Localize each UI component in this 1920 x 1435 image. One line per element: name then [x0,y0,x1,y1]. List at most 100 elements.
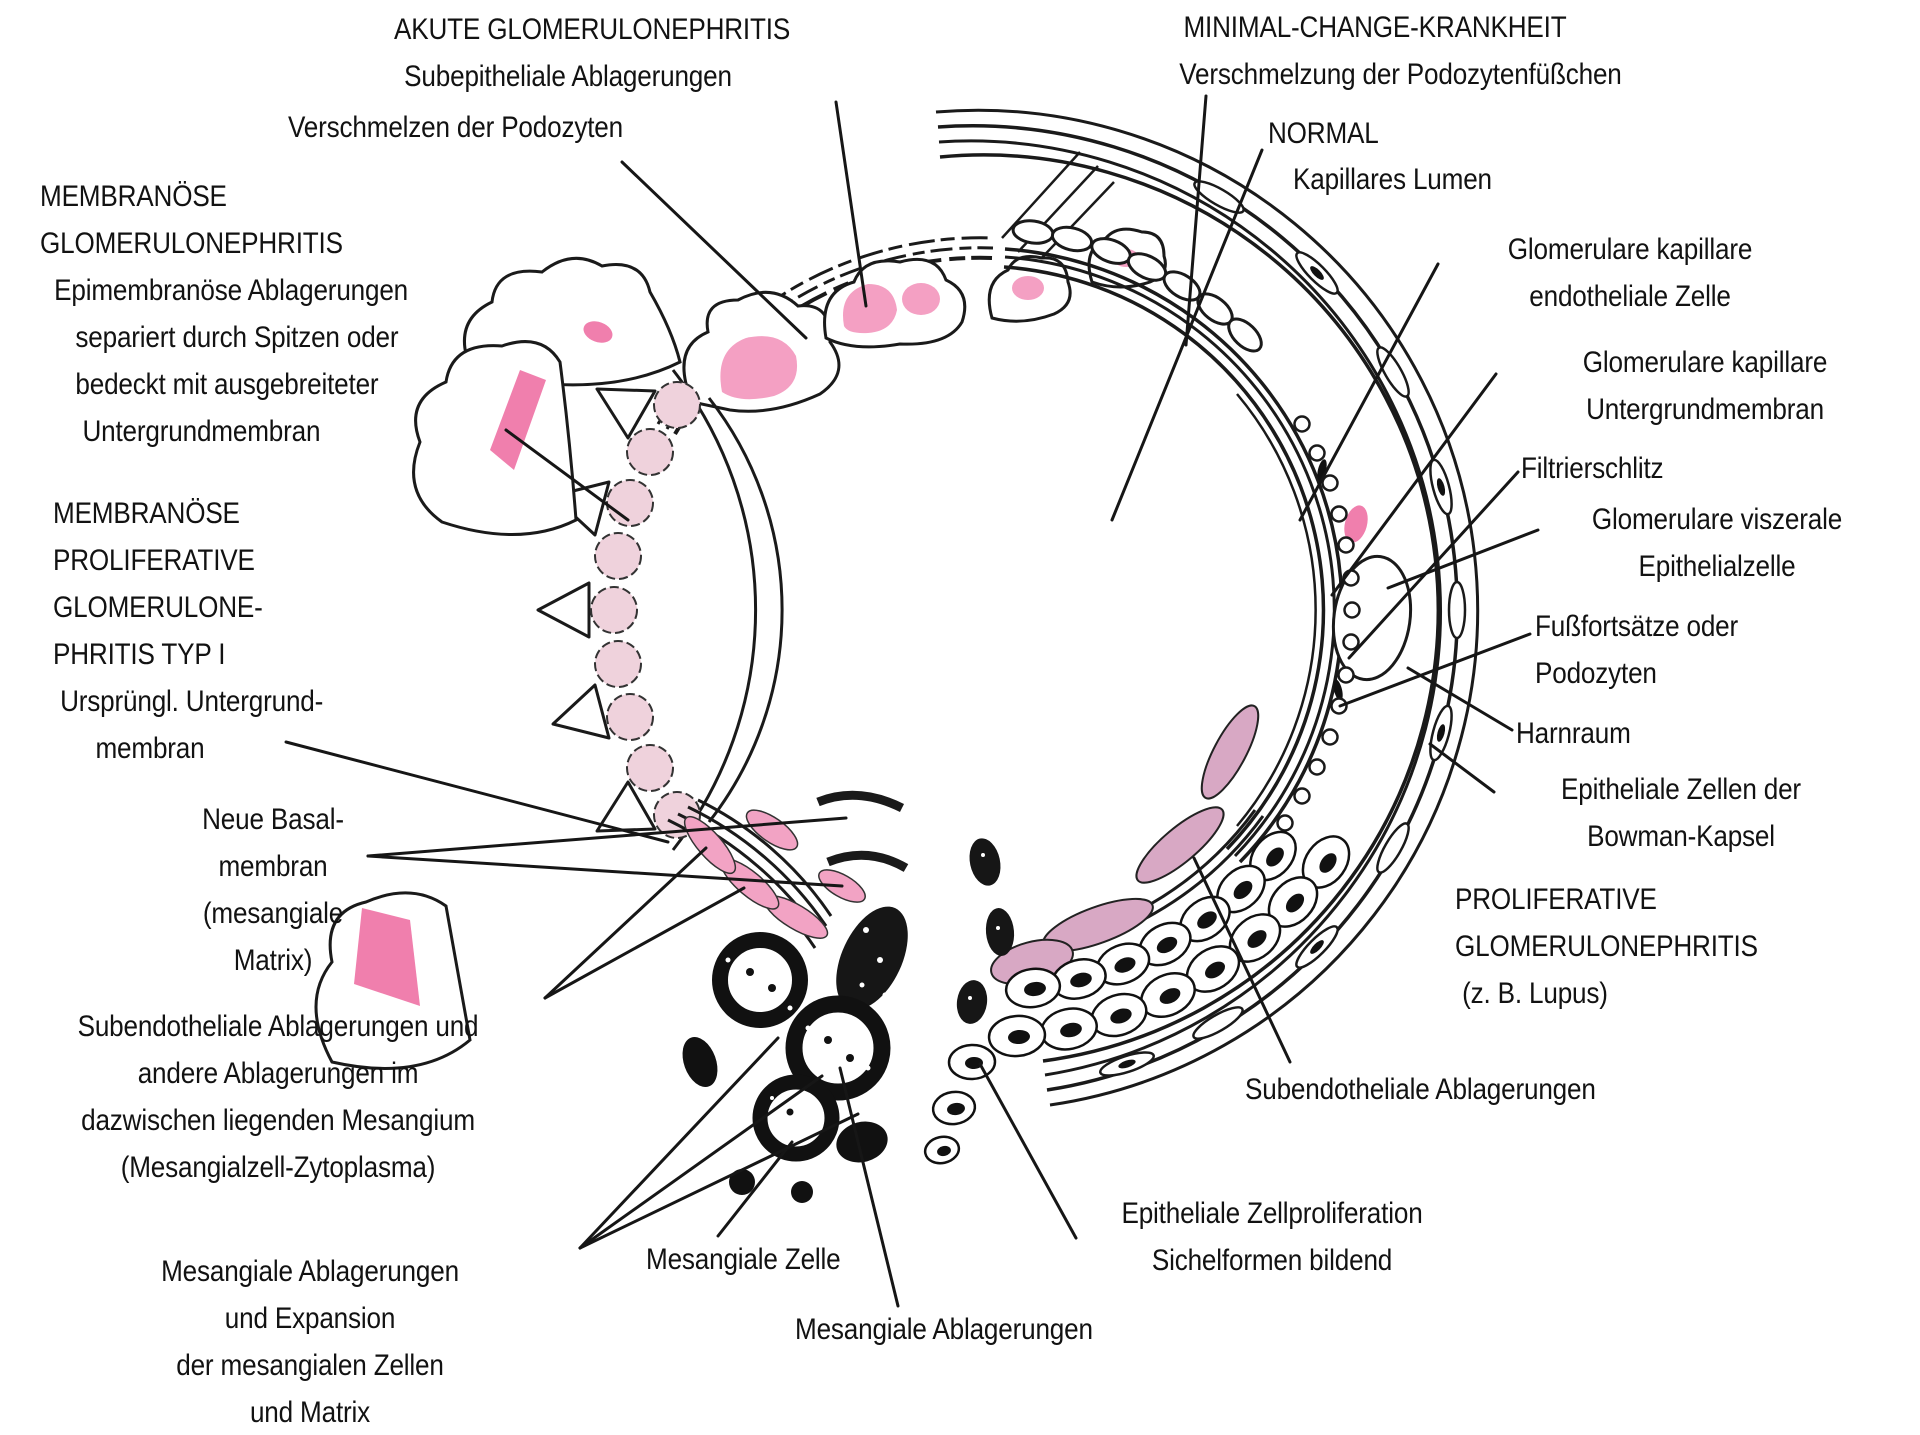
label-normal: NORMAL [1268,110,1379,157]
endothelial-nucleus [1333,679,1343,701]
label-line: Mesangiale Zelle [646,1243,841,1276]
leader-viszerale-epithelialzelle [1386,528,1540,590]
bowman-capsule [935,108,1480,1107]
label-line: Subepitheliale Ablagerungen [404,60,732,93]
deposit-wedge [354,908,420,1006]
label-line: andere Ablagerungen im [137,1057,419,1090]
mesangial-cell [712,932,808,1028]
label-line: PROLIFERATIVE [53,544,255,577]
label-line: Bowman-Kapsel [1587,820,1775,853]
label-verschmelzen-der-podozyten: Verschmelzen der Podozyten [288,104,623,151]
leader-endotheliale-zelle [1298,262,1440,522]
label-line: Harnraum [1516,717,1631,750]
label-line: (Mesangialzell-Zytoplasma) [120,1151,436,1184]
label-line: PROLIFERATIVE [1455,883,1657,916]
leader-bowman-kapsel [1428,742,1496,794]
label-line: Epimembranöse Ablagerungen [40,274,409,307]
label-line: GLOMERULONEPHRITIS [1455,930,1758,963]
label-line: und Matrix [249,1396,371,1429]
label-mesangiale-zelle: Mesangiale Zelle [646,1236,841,1283]
label-harnraum: Harnraum [1516,710,1631,757]
label-line: Mesangiale Ablagerungen [795,1313,1093,1346]
leader-harnraum [1406,666,1514,732]
label-line: Fußfortsätze oder [1535,610,1739,643]
leader-mesangiale-zelle [716,1140,794,1238]
label-line: Epitheliale Zellproliferation [1121,1197,1423,1230]
deposit [583,321,613,343]
leader-filtrierschlitz [1347,470,1520,660]
stipple-dots [859,927,888,998]
label-membranoese-glomerulonephritis: MEMBRANÖSE GLOMERULONEPHRITIS Epimembranö… [40,173,408,455]
leader-membranoese [504,428,630,522]
leader-mesangiale-ablagerungen [838,1066,900,1308]
label-line: und Expansion [224,1302,396,1335]
label-line: separiert durch Spitzen oder [40,321,399,354]
label-line: (mesangiale [202,897,344,930]
leader-expansion-2 [578,1074,824,1250]
mesangial-cell-cluster [682,932,891,1203]
label-line: bedeckt mit ausgebreiteter [40,368,379,401]
mpgn-type1-segment [667,790,909,1010]
label-line: Glomerulare kapillare [1582,346,1828,379]
label-kapillares-lumen: Kapillares Lumen [1293,156,1492,203]
bowman-capsule-nuclei [1118,266,1446,1069]
leader-lines [284,94,1540,1308]
label-line: Kapillares Lumen [1293,163,1492,196]
label-line: Glomerulare viszerale [1591,503,1843,536]
label-line: Mesangiale Ablagerungen [161,1255,459,1288]
label-mesangiale-ablagerungen-expansion: Mesangiale Ablagerungen und Expansion der … [136,1248,484,1435]
leader-subendotheliale-links-2 [543,886,746,1000]
label-line: MEMBRANÖSE [53,497,240,530]
stipple-dots [725,957,871,1100]
leader-kapillares-lumen [1110,148,1264,522]
label-line: Subendotheliale Ablagerungen und [77,1010,479,1043]
stippled-cells [956,838,1015,1024]
label-subendotheliale-ablagerungen-links: Subendotheliale Ablagerungen und andere A… [52,1003,504,1191]
label-line: (z. B. Lupus) [1455,977,1608,1010]
label-line: Matrix) [233,944,313,977]
label-line: MEMBRANÖSE [40,180,227,213]
cell-nuclei [937,847,1337,1157]
label-line: der mesangialen Zellen [176,1349,444,1382]
label-line: Neue Basal- [202,803,344,836]
label-line: Sichelformen bildend [1151,1244,1393,1277]
mesangial-cell [785,995,891,1101]
label-line: Podozyten [1535,657,1657,690]
membranous-segment [314,256,784,1070]
leader-untergrundmembran [1330,372,1498,597]
leader-urspruengliche-membran [284,740,670,844]
new-basement-membrane [816,790,905,813]
subepithelial-deposit [1012,276,1044,300]
label-line: NORMAL [1268,117,1379,150]
label-line: endotheliale Zelle [1529,280,1731,313]
label-line: Epithelialzelle [1638,550,1796,583]
label-line: dazwischen liegenden Mesangium [81,1104,475,1137]
label-line: Subendotheliale Ablagerungen [1245,1073,1596,1106]
label-line: Verschmelzen der Podozyten [288,111,623,144]
spiky-projections [536,387,657,833]
leader-expansion-3 [578,1112,860,1250]
label-line: Ursprüngl. Untergrund- [53,685,324,718]
label-line: Filtrierschlitz [1521,452,1664,485]
label-line: Untergrundmembran [1586,393,1824,426]
leader-zellproliferation [978,1062,1078,1240]
subepithelial-deposit [843,284,897,334]
leader-neue-basalmembran-1 [366,816,848,858]
leader-minimal-change [1184,94,1208,347]
leader-subepitheliale [834,100,868,308]
leader-subendotheliale-links-1 [543,846,708,1000]
label-line: GLOMERULONEPHRITIS [40,227,343,260]
label-line: Epitheliale Zellen der [1561,773,1801,806]
label-mesangiale-ablagerungen-unten: Mesangiale Ablagerungen [795,1306,1093,1353]
mesangial-deposit-blobs [682,968,888,1203]
